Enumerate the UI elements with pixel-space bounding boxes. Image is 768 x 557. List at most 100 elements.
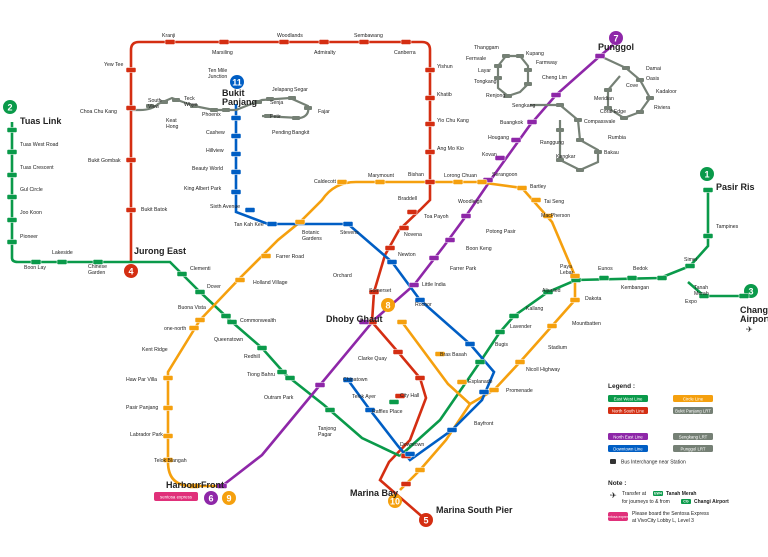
lrt-station-marker[interactable] bbox=[524, 68, 532, 72]
station-label-oasis[interactable]: Oasis bbox=[646, 76, 660, 82]
station-marker-nsl[interactable] bbox=[398, 225, 410, 231]
station-label-bukit-batok[interactable]: Bukit Batok bbox=[141, 207, 168, 213]
station-marker-ccl[interactable] bbox=[434, 351, 446, 357]
station-label-layar[interactable]: Layar bbox=[478, 68, 491, 74]
station-label-novena[interactable]: Novena bbox=[404, 232, 422, 238]
station-label-kent-ridge[interactable]: Kent Ridge bbox=[142, 347, 168, 353]
station-label-nicoll-highway[interactable]: Nicoll Highway bbox=[526, 367, 560, 373]
station-label-lorong-chuan[interactable]: Lorong Chuan bbox=[444, 173, 477, 179]
station-label-braddell[interactable]: Braddell bbox=[398, 196, 417, 202]
station-marker-nsl[interactable] bbox=[384, 245, 396, 251]
station-marker-nsl[interactable] bbox=[358, 39, 370, 45]
station-marker-ccl[interactable] bbox=[569, 273, 581, 279]
station-marker-ewl[interactable] bbox=[226, 319, 238, 325]
station-label-commonwealth[interactable]: Commonwealth bbox=[240, 318, 276, 324]
station-marker-dtl[interactable] bbox=[266, 221, 278, 227]
station-label-newton[interactable]: Newton bbox=[398, 252, 416, 258]
station-label-ranggung[interactable]: Ranggung bbox=[540, 140, 564, 146]
station-marker-ccl[interactable] bbox=[260, 253, 272, 259]
station-marker-ewl[interactable] bbox=[92, 259, 104, 265]
station-marker-ccl[interactable] bbox=[294, 219, 306, 225]
station-label-bartley[interactable]: Bartley bbox=[530, 184, 547, 190]
station-marker-dtl[interactable] bbox=[342, 377, 354, 383]
station-label-bakau[interactable]: Bakau bbox=[604, 150, 619, 156]
station-label-sengkang[interactable]: Sengkang bbox=[512, 103, 535, 109]
station-marker-ccl[interactable] bbox=[542, 213, 554, 219]
station-marker-ccl[interactable] bbox=[336, 179, 348, 185]
station-label-caldecott[interactable]: Caldecott bbox=[314, 179, 336, 185]
station-label-rumbia[interactable]: Rumbia bbox=[608, 135, 626, 141]
station-marker-ccl[interactable] bbox=[456, 379, 468, 385]
station-label-cove[interactable]: Cove bbox=[626, 83, 638, 89]
label-dhoby-ghaut[interactable]: Dhoby Ghaut bbox=[326, 314, 383, 324]
station-marker-nsl[interactable] bbox=[414, 375, 426, 381]
station-label-farrer-park[interactable]: Farrer Park bbox=[450, 266, 477, 272]
station-marker-dtl[interactable] bbox=[478, 389, 490, 395]
station-label-boon-lay[interactable]: Boon Lay bbox=[24, 265, 46, 271]
station-marker-dtl[interactable] bbox=[364, 407, 376, 413]
station-label-kranji[interactable]: Kranji bbox=[162, 33, 175, 39]
station-marker-ewl[interactable] bbox=[256, 345, 268, 351]
lrt-station-marker[interactable] bbox=[222, 108, 230, 112]
station-marker-nel[interactable] bbox=[216, 483, 228, 489]
label-punggol[interactable]: Punggol bbox=[598, 42, 634, 52]
station-label-cashew[interactable]: Cashew bbox=[206, 130, 225, 136]
station-label-tampines[interactable]: Tampines bbox=[716, 224, 739, 230]
station-label-phoenix[interactable]: Phoenix bbox=[202, 112, 221, 118]
lrt-station-marker[interactable] bbox=[266, 97, 274, 101]
label-jurong-east[interactable]: Jurong East bbox=[134, 246, 186, 256]
station-label-somerset[interactable]: Somerset bbox=[369, 288, 392, 294]
station-label-buangkok[interactable]: Buangkok bbox=[500, 120, 523, 126]
station-marker-ewl[interactable] bbox=[276, 369, 288, 375]
station-label-yishun[interactable]: Yishun bbox=[437, 64, 453, 70]
station-marker-ewl[interactable] bbox=[684, 263, 696, 269]
station-marker-ccl[interactable] bbox=[188, 325, 200, 331]
station-label-farmway[interactable]: Farmway bbox=[536, 60, 558, 66]
station-marker-nsl[interactable] bbox=[278, 39, 290, 45]
station-marker-nel[interactable] bbox=[460, 213, 472, 219]
lrt-station-marker[interactable] bbox=[516, 54, 524, 58]
station-label-tai-seng[interactable]: Tai Seng bbox=[544, 199, 564, 205]
station-label-jelapang[interactable]: Jelapang bbox=[272, 87, 293, 93]
station-label-thanggam[interactable]: Thanggam bbox=[474, 45, 499, 51]
lrt-station-marker[interactable] bbox=[190, 104, 198, 108]
station-label-yio-chu-kang[interactable]: Yio Chu Kang bbox=[437, 118, 469, 124]
lrt-station-marker[interactable] bbox=[556, 158, 564, 162]
station-marker-ewl[interactable] bbox=[220, 313, 232, 319]
station-marker-ewl[interactable] bbox=[702, 233, 714, 239]
station-label-khatib[interactable]: Khatib bbox=[437, 92, 452, 98]
label-tuas-link[interactable]: Tuas Link bbox=[20, 116, 62, 126]
station-marker-nsl[interactable] bbox=[394, 393, 406, 399]
station-marker-ccl[interactable] bbox=[516, 185, 528, 191]
station-label-gul-circle[interactable]: Gul Circle bbox=[20, 187, 43, 193]
station-label-beauty-world[interactable]: Beauty World bbox=[192, 166, 223, 172]
station-marker-nel[interactable] bbox=[428, 255, 440, 261]
lrt-station-marker[interactable] bbox=[494, 64, 502, 68]
station-label-macpherson[interactable]: MacPherson bbox=[541, 213, 570, 219]
station-label-bayfront[interactable]: Bayfront bbox=[474, 421, 494, 427]
label-marina-bay[interactable]: Marina Bay bbox=[350, 488, 398, 498]
station-label-city-hall[interactable]: City Hall bbox=[400, 393, 419, 399]
station-marker-nsl[interactable] bbox=[400, 39, 412, 45]
station-label-orchard[interactable]: Orchard bbox=[333, 273, 352, 279]
station-marker-ewl[interactable] bbox=[284, 375, 296, 381]
station-label-bangkit[interactable]: Bangkit bbox=[292, 130, 310, 136]
station-label-serangoon[interactable]: Serangoon bbox=[492, 172, 517, 178]
label-pasir-ris[interactable]: Pasir Ris bbox=[716, 182, 755, 192]
station-label-segar[interactable]: Segar bbox=[294, 87, 308, 93]
station-marker-nsl[interactable] bbox=[424, 179, 436, 185]
station-marker-dtl[interactable] bbox=[342, 221, 354, 227]
station-label-renjong[interactable]: Renjong bbox=[486, 93, 505, 99]
station-marker-nsl[interactable] bbox=[424, 121, 436, 127]
label-harbourfront[interactable]: HarbourFront bbox=[166, 480, 224, 490]
station-marker-nel[interactable] bbox=[358, 319, 370, 325]
station-label-dakota[interactable]: Dakota bbox=[585, 296, 602, 302]
station-label-pasir-panjang[interactable]: Pasir Panjang bbox=[126, 405, 158, 411]
station-marker-ewl[interactable] bbox=[6, 194, 18, 200]
lrt-station-marker[interactable] bbox=[524, 82, 532, 86]
